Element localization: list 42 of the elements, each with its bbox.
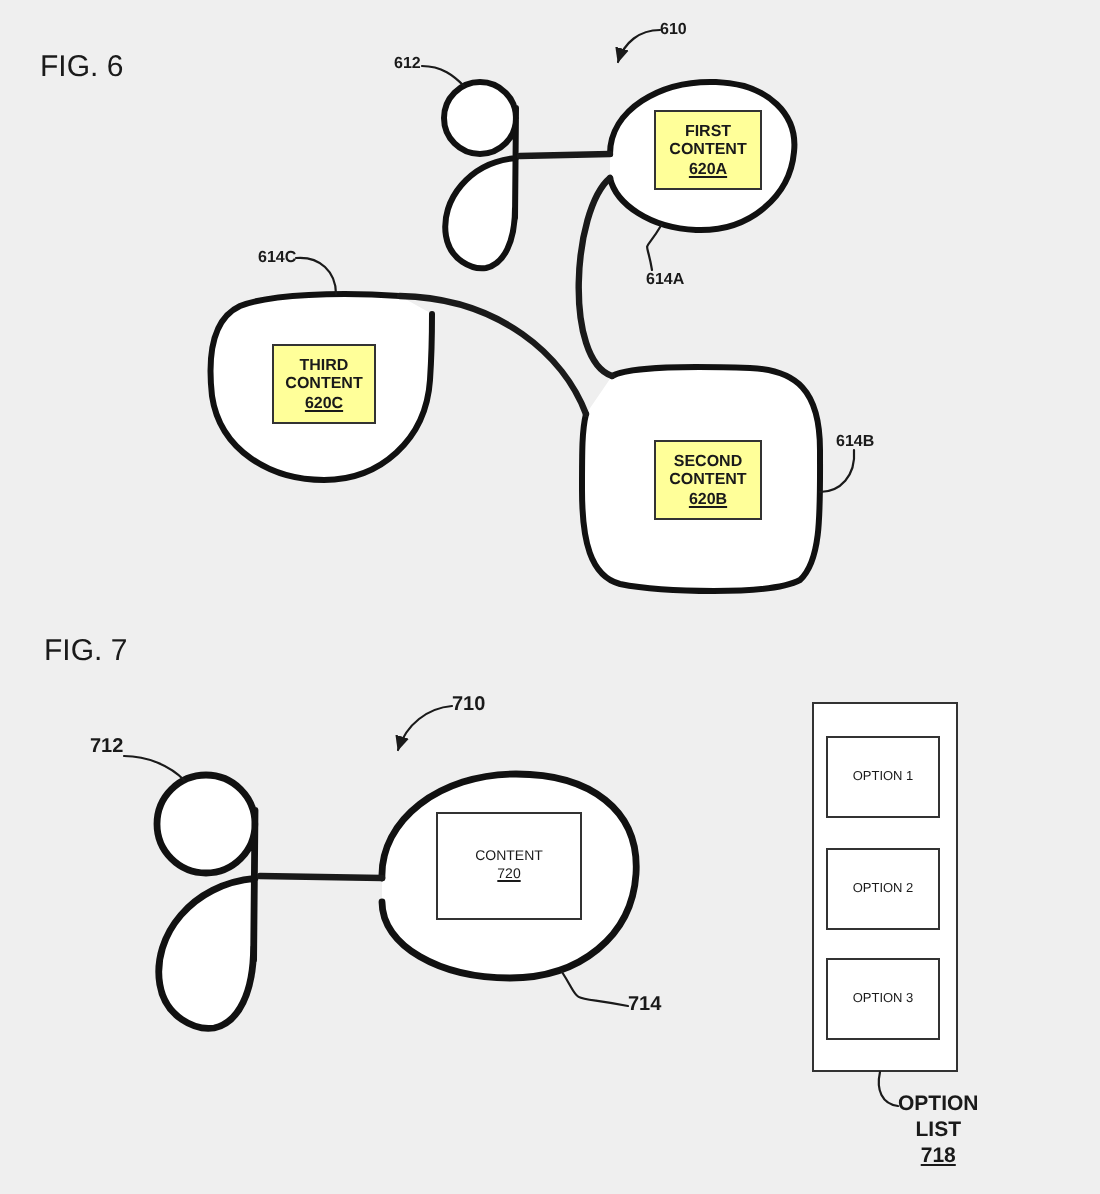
letter-g-drawing — [152, 770, 260, 1032]
reference-numeral: 614B — [836, 432, 875, 451]
reference-numeral: 714 — [628, 994, 662, 1017]
reference-numeral: 612 — [394, 54, 421, 73]
leader-line — [420, 64, 466, 88]
leader-line — [294, 256, 338, 296]
bubble-outline — [578, 364, 824, 596]
connector-line — [256, 872, 386, 882]
content-panel — [436, 812, 582, 920]
content-panel — [272, 344, 376, 424]
content-label: THIRD CONTENT — [285, 355, 363, 394]
bubble-outline — [374, 768, 642, 982]
figure-label: FIG. 7 — [44, 634, 128, 669]
content-panel — [654, 110, 762, 190]
content-label: SECOND CONTENT — [669, 451, 747, 490]
option-list-panel — [812, 702, 958, 1072]
reference-numeral: 620A — [688, 159, 728, 179]
leader-line — [122, 754, 186, 782]
letter-g-drawing — [440, 78, 520, 272]
leader-line — [560, 970, 630, 1008]
reference-numeral: 620B — [688, 489, 728, 509]
figure-label: FIG. 6 — [40, 50, 124, 85]
curved-arrow — [396, 704, 454, 752]
content-panel — [654, 440, 762, 520]
reference-numeral: 712 — [90, 736, 124, 759]
curved-arrow — [616, 28, 662, 64]
reference-numeral: 710 — [452, 694, 486, 717]
content-label: FIRST CONTENT — [669, 121, 747, 160]
leader-line — [818, 448, 856, 494]
bubble-outline — [206, 290, 436, 484]
reference-numeral: 718 — [918, 1144, 958, 1171]
reference-numeral: 620C — [304, 393, 344, 413]
connector-line — [575, 174, 616, 380]
reference-numeral: 614A — [646, 270, 685, 289]
callout-label: OPTION LIST — [898, 1092, 979, 1145]
reference-numeral: 610 — [660, 20, 687, 39]
connector-line — [516, 150, 614, 160]
bubble-outline — [604, 78, 800, 234]
reference-numeral: 614C — [258, 248, 297, 267]
leader-line — [877, 1070, 900, 1108]
connector-line — [396, 292, 590, 418]
leader-line — [646, 222, 664, 272]
